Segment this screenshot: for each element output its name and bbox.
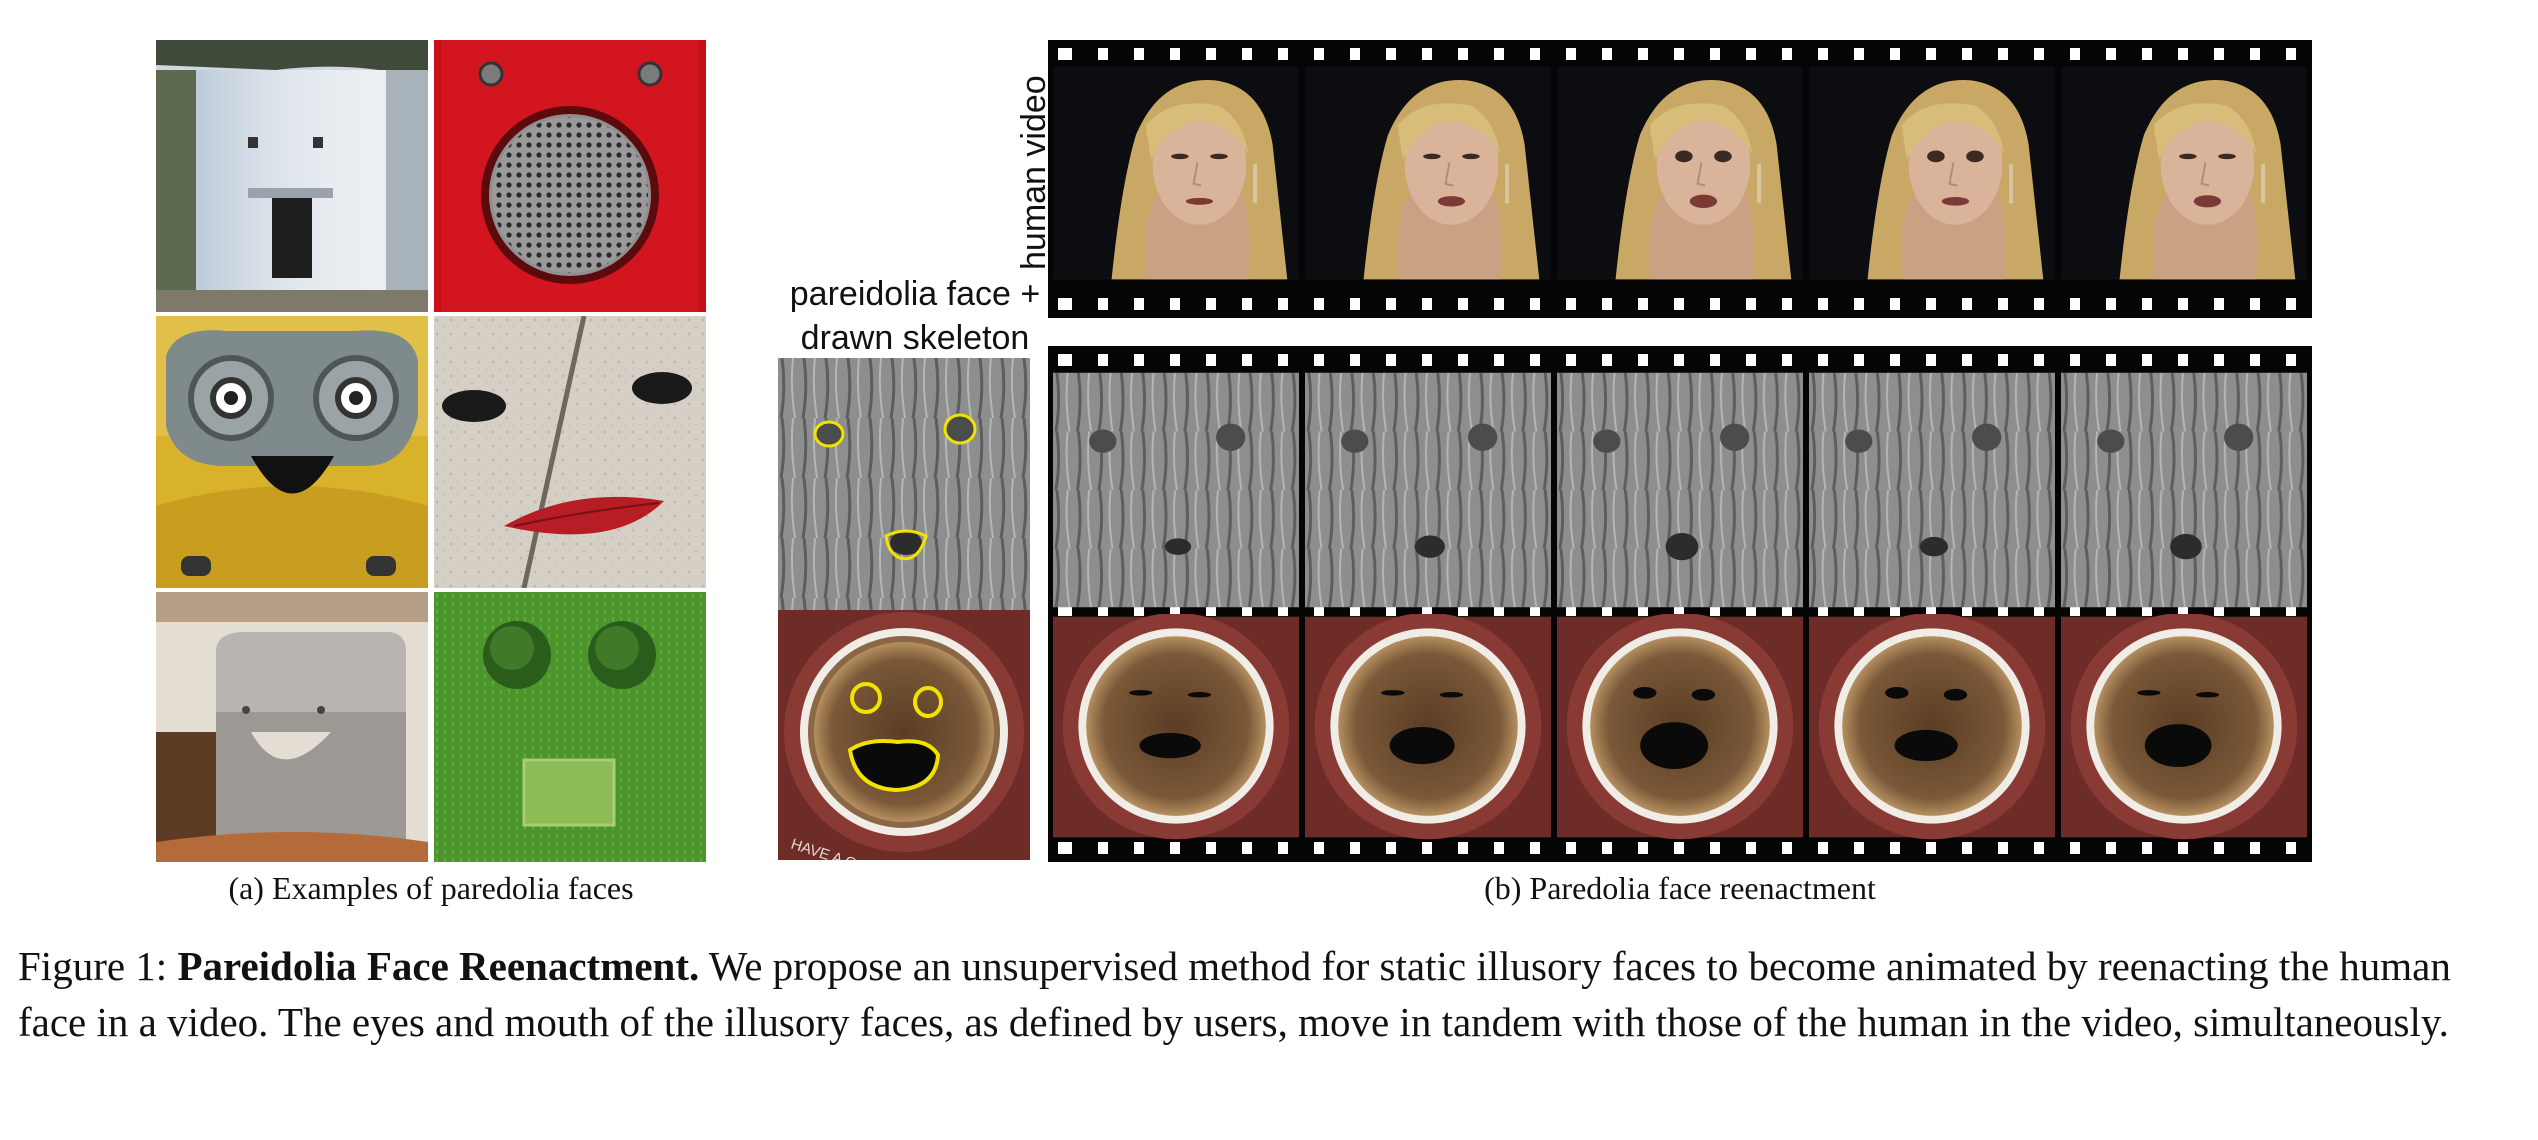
skeleton-label-line2: drawn skeleton	[800, 319, 1030, 357]
tree-reenactment-frame	[1809, 370, 2055, 610]
human-video-frame	[1557, 64, 1803, 282]
tree-reenactment-frame	[1053, 370, 1299, 610]
panel-a	[156, 40, 706, 862]
grass-face-image	[434, 592, 706, 862]
figure-caption-prefix: Figure 1:	[18, 943, 178, 989]
human-video-frame	[1809, 64, 2055, 282]
panel-a-caption: (a) Examples of paredolia faces	[228, 870, 634, 906]
skeleton-label: pareidolia face + drawn skeleton	[770, 272, 1060, 360]
figure-caption-title: Pareidolia Face Reenactment.	[177, 943, 700, 989]
figure-caption: Figure 1: Pareidolia Face Reenactment. W…	[18, 938, 2508, 1050]
panel-b-caption: (b) Paredolia face reenactment	[1484, 870, 1876, 906]
skeleton-label-line1: pareidolia face +	[789, 275, 1041, 313]
human-video-frame	[1305, 64, 1551, 282]
chair-face-image	[156, 592, 428, 862]
coffee-reenactment-frame	[1809, 614, 2055, 840]
tree-skeleton-image	[778, 358, 1030, 610]
coffee-reenactment-frame	[1557, 614, 1803, 840]
coffee-skeleton-image: HAVE A GOOD DAY	[778, 610, 1030, 860]
tree-reenactment-frame	[2061, 370, 2307, 610]
building-face-image	[156, 40, 428, 312]
tree-reenactment-frame	[1305, 370, 1551, 610]
human-video-frame	[1053, 64, 1299, 282]
coffee-reenactment-frame	[1053, 614, 1299, 840]
speaker-face-image	[434, 40, 706, 312]
machine-face-image	[156, 316, 428, 588]
human-video-frame	[2061, 64, 2307, 282]
tree-reenactment-frame	[1557, 370, 1803, 610]
coffee-reenactment-frame	[1305, 614, 1551, 840]
coffee-reenactment-frame	[2061, 614, 2307, 840]
leaf-face-image	[434, 316, 706, 588]
figure-caption-body: We propose an unsupervised method for st…	[18, 943, 2451, 1045]
